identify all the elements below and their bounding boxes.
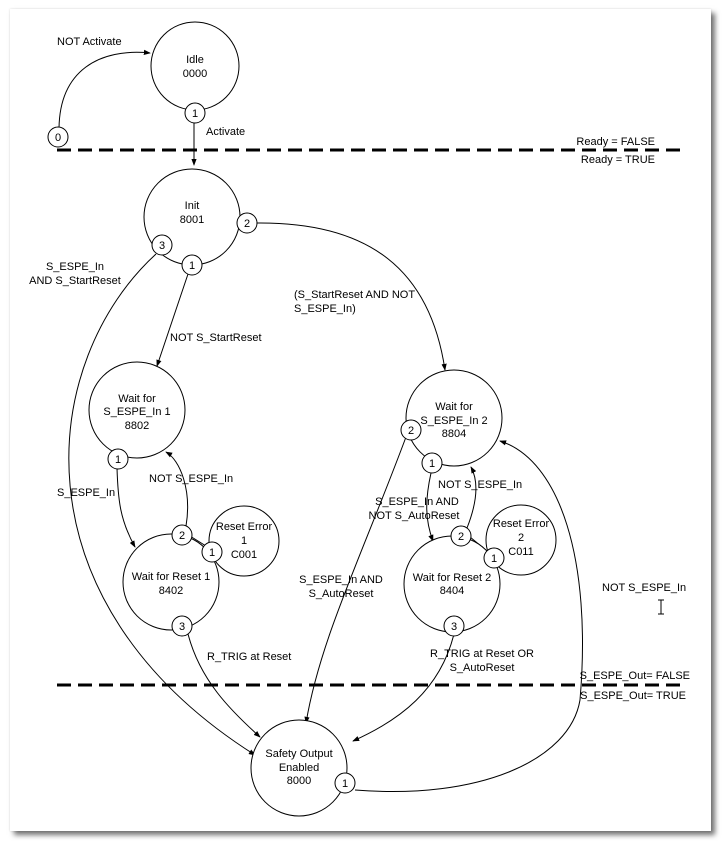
label-activate: Activate (206, 126, 245, 138)
state-reset-error-1-line1: Reset Error (216, 521, 273, 533)
state-wait-reset-2-name: Wait for Reset 2 (413, 572, 491, 584)
edge-init-to-wait1 (156, 273, 189, 367)
state-wait-reset-1-name: Wait for Reset 1 (132, 571, 210, 583)
state-wait-reset-1[interactable]: Wait for Reset 1 8402 (122, 533, 220, 631)
label-not-espe-in-2: NOT S_ESPE_In (438, 479, 522, 491)
port-init-1: 1 (181, 254, 203, 276)
state-init-name: Init (185, 200, 200, 212)
port-reset2-1: 1 (483, 547, 505, 569)
label-espe-autoreset-2: S_AutoReset (309, 588, 374, 600)
label-startreset-not-espe-1: (S_StartReset AND NOT (294, 289, 415, 301)
svg-text:1: 1 (209, 547, 215, 559)
edge-reset1-to-wait1 (165, 451, 189, 527)
port-safety-1: 1 (334, 772, 356, 794)
state-wait-reset-1-code: 8402 (159, 585, 183, 597)
edge-reset1-to-safety (187, 633, 261, 738)
edge-reset2-to-wait2 (466, 466, 477, 529)
text-cursor-icon (658, 599, 664, 615)
label-espe-autoreset-1: S_ESPE_In AND (299, 574, 383, 586)
svg-text:1: 1 (491, 553, 497, 565)
state-safety-output-line2: Enabled (279, 762, 319, 774)
state-idle[interactable]: Idle 0000 (150, 21, 240, 111)
svg-text:2: 2 (408, 425, 414, 437)
edge-idle-not-activate (58, 49, 151, 131)
label-not-espe-in-1: NOT S_ESPE_In (149, 473, 233, 485)
svg-text:3: 3 (159, 240, 165, 252)
state-wait-espe-2-line2: S_ESPE_In 2 (420, 415, 487, 427)
edge-wait1-to-reset1 (116, 467, 136, 548)
label-espe-and-startreset-1: S_ESPE_In (46, 261, 104, 273)
edge-init-to-wait2 (256, 222, 447, 371)
port-reset1-1: 1 (201, 541, 223, 563)
state-wait-espe-1-code: 8802 (125, 420, 149, 432)
port-reset2-3: 3 (443, 615, 465, 637)
state-reset-error-1[interactable]: Reset Error 1 C001 (208, 505, 280, 577)
port-wait1-1: 1 (107, 448, 129, 470)
edge-reset1-to-error1 (189, 535, 207, 547)
label-espe-in-1: S_ESPE_In (57, 487, 115, 499)
port-idle-0: 0 (47, 126, 69, 148)
port-reset2-2: 2 (450, 525, 472, 547)
state-wait-espe-2-line1: Wait for (435, 401, 473, 413)
port-idle-1: 1 (184, 102, 206, 124)
espe-out-false-label: S_ESPE_Out= FALSE (580, 670, 690, 682)
port-init-2: 2 (236, 212, 258, 234)
label-rtrig-or-autoreset-1: R_TRIG at Reset OR (430, 648, 534, 660)
svg-text:0: 0 (55, 132, 61, 144)
state-safety-output-line1: Safety Output (265, 748, 332, 760)
edge-init-to-safety (68, 253, 256, 756)
svg-text:1: 1 (192, 108, 198, 120)
label-espe-not-autoreset-2: NOT S_AutoReset (369, 510, 460, 522)
ready-true-label: Ready = TRUE (581, 154, 655, 166)
label-espe-not-autoreset-1: S_ESPE_In AND (375, 496, 459, 508)
svg-text:3: 3 (179, 621, 185, 633)
edge-wait2-to-safety (304, 436, 407, 724)
edge-wait2-to-reset2 (426, 472, 434, 542)
ready-false-label: Ready = FALSE (576, 136, 655, 148)
state-safety-output[interactable]: Safety Output Enabled 8000 (250, 719, 348, 817)
svg-text:3: 3 (451, 621, 457, 633)
label-not-activate: NOT Activate (57, 36, 122, 48)
port-reset1-3: 3 (171, 615, 193, 637)
state-init-code: 8001 (180, 214, 204, 226)
svg-text:1: 1 (189, 260, 195, 272)
edge-safety-to-wait2 (354, 440, 583, 793)
state-reset-error-2-code: C011 (508, 546, 533, 558)
state-reset-error-2-line2: 2 (518, 532, 524, 544)
svg-text:2: 2 (179, 530, 185, 542)
svg-text:1: 1 (115, 454, 121, 466)
port-wait2-1: 1 (421, 452, 443, 474)
state-wait-espe-1-line1: Wait for (118, 393, 156, 405)
port-init-3: 3 (151, 234, 173, 256)
label-rtrig-reset: R_TRIG at Reset (207, 651, 291, 663)
state-idle-code: 0000 (183, 68, 207, 80)
label-espe-and-startreset-2: AND S_StartReset (29, 275, 121, 287)
state-idle-name: Idle (186, 54, 204, 66)
state-wait-espe-1-line2: S_ESPE_In 1 (103, 406, 170, 418)
state-reset-error-2-line1: Reset Error (493, 518, 550, 530)
state-reset-error-1-code: C001 (231, 549, 257, 561)
svg-text:2: 2 (244, 218, 250, 230)
state-wait-espe-1[interactable]: Wait for S_ESPE_In 1 8802 (88, 361, 186, 459)
label-not-espe-in-3: NOT S_ESPE_In (602, 582, 686, 594)
label-rtrig-or-autoreset-2: S_AutoReset (450, 662, 515, 674)
edge-reset2-to-safety (352, 633, 455, 742)
state-wait-espe-2-code: 8804 (442, 428, 466, 440)
state-wait-reset-2[interactable]: Wait for Reset 2 8404 (403, 535, 501, 633)
label-startreset-not-espe-2: S_ESPE_In) (294, 303, 356, 315)
state-safety-output-code: 8000 (287, 775, 311, 787)
state-reset-error-1-line2: 1 (241, 535, 247, 547)
svg-text:2: 2 (458, 531, 464, 543)
state-wait-espe-2[interactable]: Wait for S_ESPE_In 2 8804 (405, 369, 503, 467)
svg-text:1: 1 (342, 778, 348, 790)
label-not-startreset: NOT S_StartReset (170, 332, 262, 344)
port-reset1-2: 2 (171, 524, 193, 546)
espe-out-true-label: S_ESPE_Out= TRUE (580, 690, 686, 702)
state-wait-reset-2-code: 8404 (440, 585, 464, 597)
port-wait2-2: 2 (400, 419, 422, 441)
svg-text:1: 1 (429, 458, 435, 470)
